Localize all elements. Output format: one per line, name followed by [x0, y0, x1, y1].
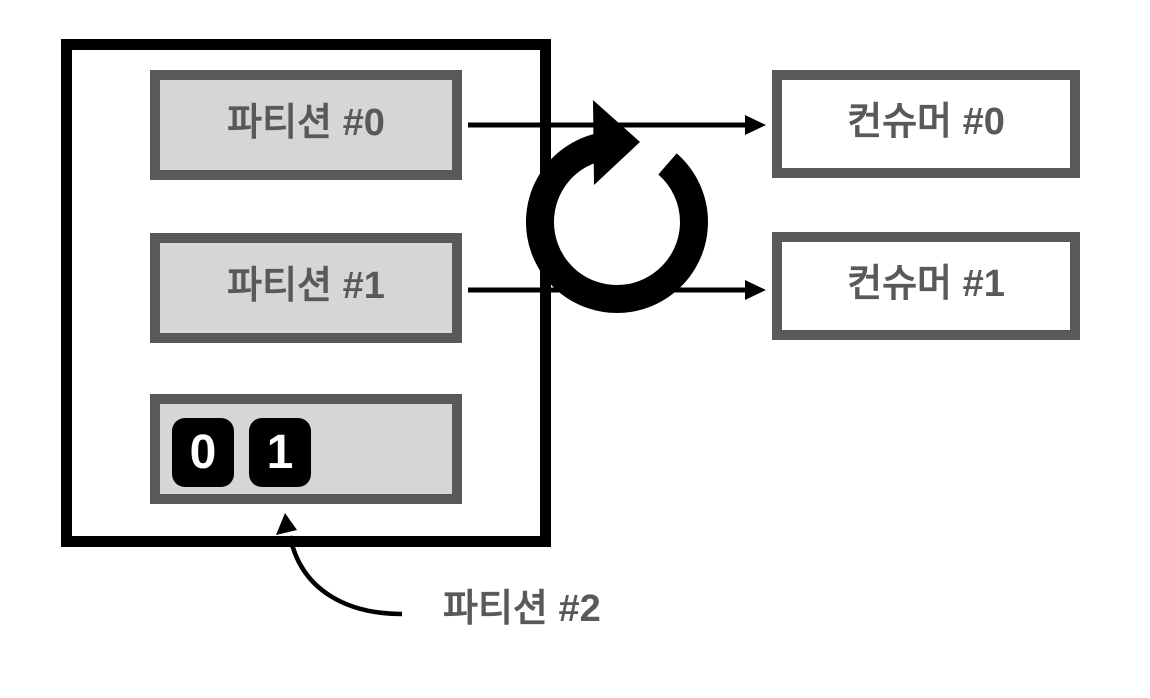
partition-2-annotation-label: 파티션 #2	[443, 588, 601, 630]
consumer-1-box: 컨슈머 #1	[772, 232, 1080, 340]
consumer-0-label: 컨슈머 #0	[847, 101, 1005, 143]
partition-0-box: 파티션 #0	[150, 70, 462, 180]
record-chip-1-value: 1	[266, 425, 294, 479]
record-chip-0-value: 0	[189, 425, 217, 479]
partition-1-label: 파티션 #1	[227, 265, 385, 307]
consumer-1-label: 컨슈머 #1	[847, 263, 1005, 305]
record-chip-0: 0	[172, 418, 234, 487]
partition-0-label: 파티션 #0	[227, 102, 385, 144]
rebalance-rotation-icon	[526, 100, 708, 313]
record-chip-1: 1	[249, 418, 311, 487]
consumer-0-box: 컨슈머 #0	[772, 70, 1080, 178]
partition-1-box: 파티션 #1	[150, 233, 462, 343]
